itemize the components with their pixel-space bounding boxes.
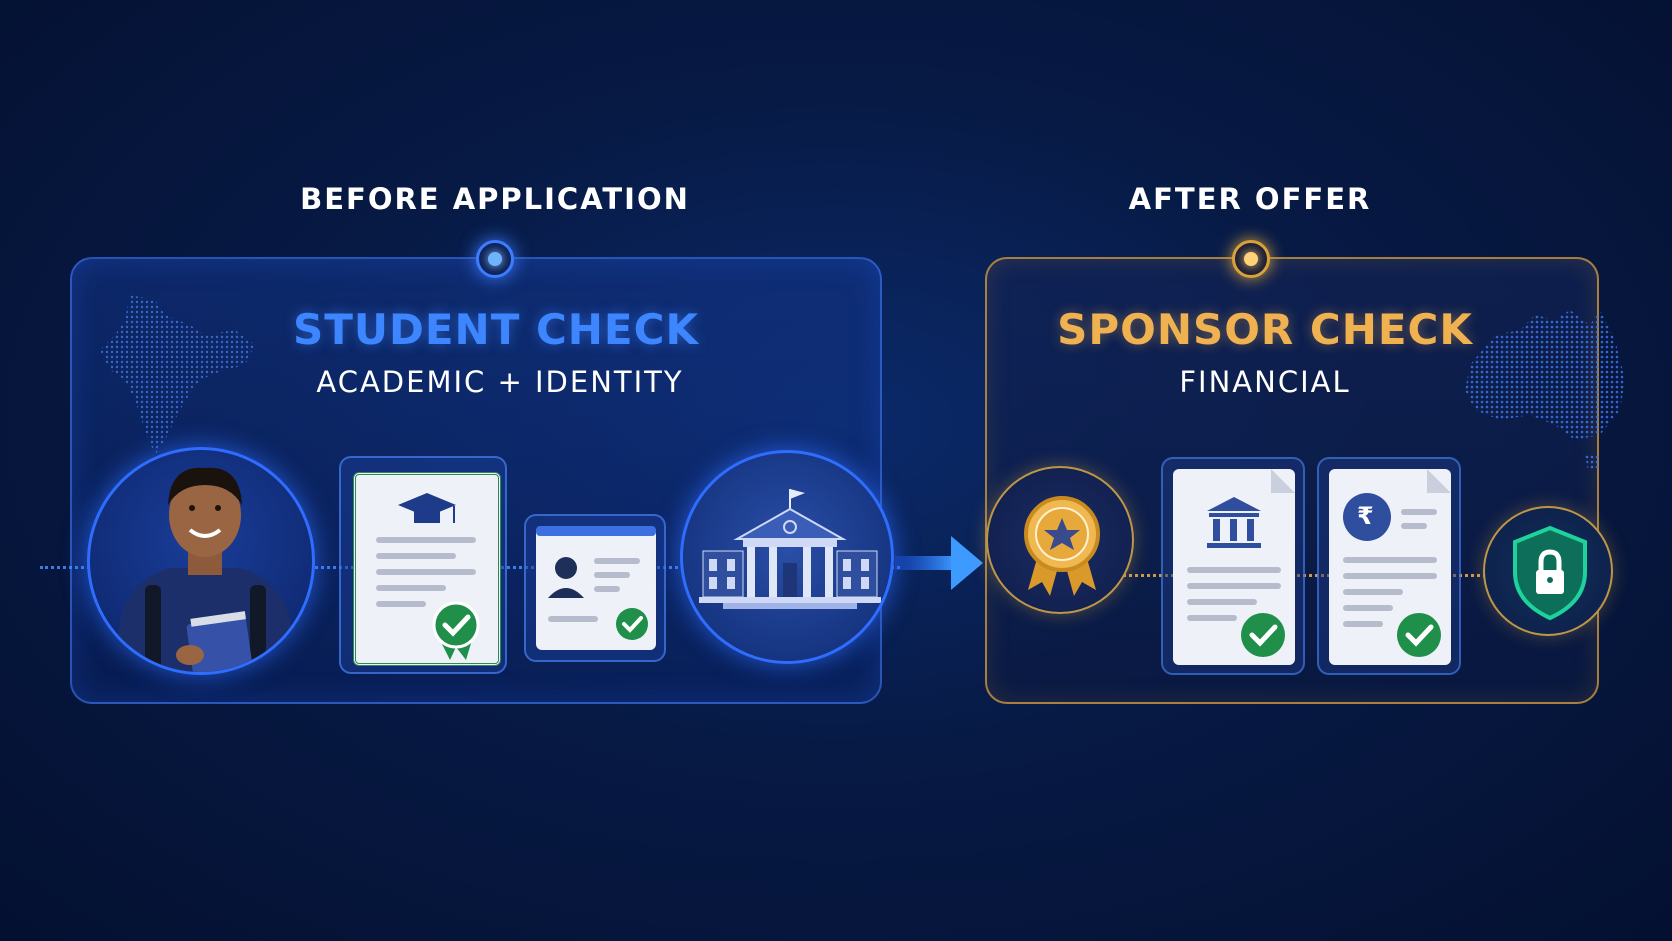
stage-label-before-application: BEFORE APPLICATION (300, 182, 690, 216)
bank-document-card (1161, 457, 1305, 675)
certificate-card (339, 456, 507, 674)
student-check-subtitle: ACADEMIC + IDENTITY (316, 365, 684, 399)
student-check-title: STUDENT CHECK (292, 305, 699, 354)
rupee-document-card: ₹ (1317, 457, 1461, 675)
timeline-dot-before (476, 240, 514, 278)
student-photo (87, 447, 315, 675)
certificate-icon (353, 472, 501, 666)
shield-lock-icon (1483, 506, 1613, 636)
sponsor-check-subtitle: FINANCIAL (1179, 365, 1351, 399)
university-icon (680, 450, 894, 664)
stage-label-after-offer: AFTER OFFER (1128, 182, 1372, 216)
award-badge-icon (986, 466, 1134, 614)
sponsor-check-title: SPONSOR CHECK (1057, 305, 1473, 354)
india-map-icon (100, 295, 255, 455)
id-card (524, 514, 666, 662)
flow-arrow-icon (895, 536, 983, 590)
timeline-dot-after (1232, 240, 1270, 278)
australia-map-icon (1465, 310, 1625, 470)
bank-document-icon (1173, 469, 1295, 665)
id-card-icon (536, 526, 656, 650)
rupee-symbol: ₹ (1357, 502, 1374, 530)
rupee-document-icon: ₹ (1329, 469, 1451, 665)
